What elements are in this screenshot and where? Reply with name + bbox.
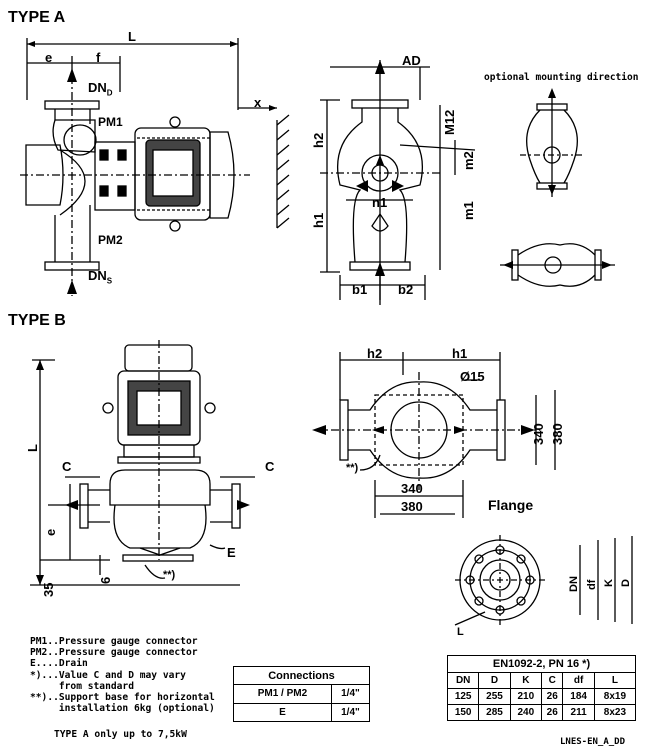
en1092-table: EN1092-2, PN 16 *) DN D K C df L 125 255… [446,655,637,721]
table-header: C [540,672,564,689]
flange-title: Flange [488,497,534,513]
dim-label-DN-flange: DN [568,576,580,592]
label-pm1: PM1 [98,115,123,129]
table-cell: 285 [478,704,511,721]
label-dn-discharge: DND [88,80,113,98]
dim-label-340-vertical: 340 [531,423,546,445]
type-a-title: TYPE A [8,9,66,26]
legend-line: **)..Support base for horizontal [30,692,215,704]
legend-line: from standard [30,680,134,692]
dim-label-df: df [586,579,598,590]
dim-label-C-right: C [265,459,275,474]
connections-title: Connections [233,665,370,686]
table-row: PM1 / PM2 1/4" [233,684,371,704]
table-cell: 8x19 [593,688,637,705]
dim-label-L: L [128,29,136,44]
table-row: 125 255 210 26 184 8x19 [446,688,637,705]
table-cell: 8x23 [593,704,637,721]
table-cell: 26 [540,688,564,705]
dim-label-35: 35 [41,582,56,597]
dim-label-b1: b1 [352,282,368,297]
legend-line: installation 6kg (optional) [30,703,215,715]
dim-label-b2: b2 [398,282,414,297]
dim-label-6: 6 [98,576,113,584]
dim-label-n1: n1 [372,195,388,210]
dim-label-h1: h1 [311,212,326,228]
dim-label-h2: h2 [311,132,326,148]
dim-label-e: e [45,50,53,65]
dim-label-340-horizontal: 340 [401,481,423,496]
type-a-side-view [20,38,290,296]
label-drain-E: E [227,545,236,560]
type-b-title: TYPE B [8,312,66,329]
dim-label-M12: M12 [442,109,457,135]
table-header-row: DN D K C df L [446,672,637,689]
type-b-plan-view [315,352,556,518]
table-cell: PM1 / PM2 [233,684,332,704]
label-pm2: PM2 [98,233,123,247]
dim-label-m2: m2 [461,151,476,170]
optional-mounting-label: optional mounting direction [484,72,639,83]
legend-line: *)...Value C and D may vary [30,669,186,681]
table-header: D [478,672,511,689]
dim-label-e-b: e [43,528,58,536]
table-cell: 240 [509,704,542,721]
table-header: DN [446,672,480,689]
type-a-power-note: TYPE A only up to 7,5kW [54,729,187,740]
legend-line: PM2..Pressure gauge connector [30,647,198,659]
optional-orientation-vertical [520,95,585,197]
table-cell: E [233,702,332,723]
legend: PM1..Pressure gauge connector PM2..Press… [30,636,215,714]
table-cell: 26 [540,704,564,721]
table-header: L [593,672,637,689]
dim-label-d15: Ø15 [460,369,485,384]
table-cell: 1/4" [330,702,371,723]
type-a-front-view [320,60,476,305]
type-b-side-view [30,340,255,586]
dim-label-K: K [603,579,615,587]
label-support-base: **) [163,569,176,581]
label-support-base-plan: **) [346,462,359,474]
dim-label-C-left: C [62,459,72,474]
table-row: E 1/4" [233,702,371,723]
table-row: 150 285 240 26 211 8x23 [446,704,637,721]
optional-orientation-horizontal [500,243,615,287]
en1092-title: EN1092-2, PN 16 *) [447,655,636,673]
table-cell: 150 [446,704,480,721]
dim-label-380-vertical: 380 [550,423,565,445]
drawing-code: LNES-EN_A_DD [560,737,626,747]
dim-label-380-horizontal: 380 [401,499,423,514]
dim-label-AD: AD [402,53,421,68]
dim-label-x: x [254,95,262,110]
table-cell: 184 [562,688,595,705]
table-cell: 1/4" [330,684,371,704]
label-dn-suction: DNS [88,268,113,286]
dim-label-h1-b: h1 [452,346,468,361]
table-cell: 210 [509,688,542,705]
dim-label-L-flange: L [457,626,464,638]
dim-label-D: D [620,579,632,587]
table-header: df [562,672,595,689]
legend-line: E....Drain [30,658,88,670]
table-cell: 211 [562,704,595,721]
legend-line: PM1..Pressure gauge connector [30,636,198,647]
dim-label-h2-b: h2 [367,346,383,361]
table-cell: 125 [446,688,480,705]
dim-label-L-b: L [25,444,40,452]
dim-label-f: f [96,50,101,65]
table-cell: 255 [478,688,511,705]
flange-drawing [454,535,633,626]
dim-label-m1: m1 [461,201,476,220]
connections-table: Connections PM1 / PM2 1/4" E 1/4" [233,665,371,723]
table-header: K [509,672,542,689]
